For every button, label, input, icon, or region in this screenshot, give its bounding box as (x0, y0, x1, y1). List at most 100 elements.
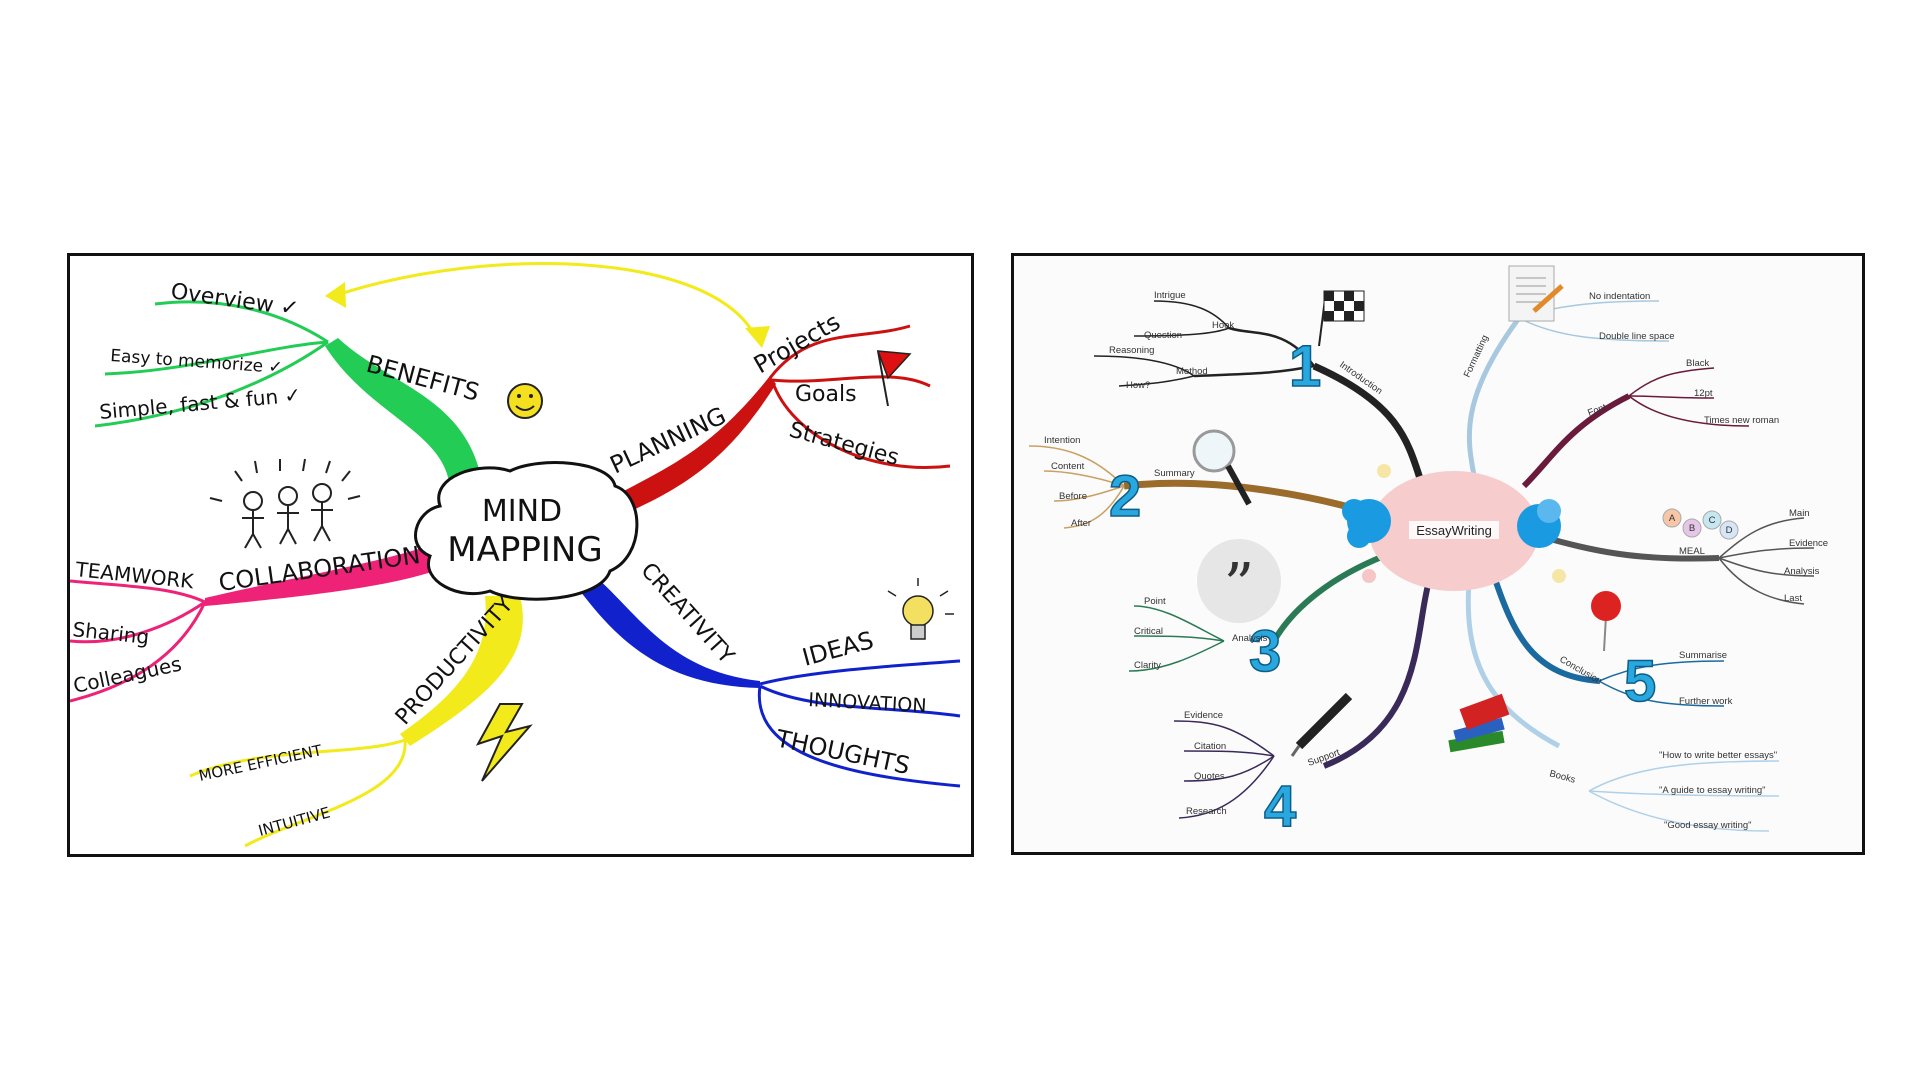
support-item-research: Research (1186, 806, 1227, 817)
head-left-icon (1342, 499, 1391, 548)
pushpin-icon (1591, 591, 1621, 652)
branch-conclusion (1491, 575, 1600, 684)
hook-question-line (1133, 327, 1230, 337)
branch-font (1521, 393, 1631, 489)
creativity-item-innovation: INNOVATION (808, 689, 927, 717)
meal-last-line (1718, 557, 1805, 605)
summary-content-line (1043, 470, 1125, 487)
magnifying-glass-icon (1192, 429, 1252, 506)
branch-benefits (325, 338, 482, 488)
branch-books (1465, 580, 1561, 749)
hook-item-question: Question (1144, 330, 1182, 341)
formatting-item-noindent: No indentation (1589, 291, 1650, 302)
meal-badge-a: A (1669, 513, 1676, 524)
branch-collab-teamwork-line (70, 579, 206, 604)
arrow-head-right (745, 326, 770, 348)
document-pencil-icon (1508, 265, 1564, 322)
meal-main-line (1718, 517, 1805, 559)
branch-creativity-thoughts-line (757, 685, 961, 788)
label-analysis: Analysis (1232, 633, 1268, 644)
number-4: 4 (1264, 774, 1296, 839)
summary-item-content: Content (1051, 461, 1085, 472)
font-times-line (1628, 395, 1750, 427)
center-title-line2: MAPPING (447, 530, 602, 570)
conclusion-further-line (1598, 680, 1725, 707)
bubble-dot (1377, 464, 1391, 478)
branch-productivity (400, 596, 523, 746)
meal-analysis-line (1718, 557, 1815, 577)
smiley-icon (507, 383, 543, 419)
head-right-icon (1517, 499, 1561, 548)
intro-hook-line (1228, 326, 1315, 367)
summary-after-line (1063, 485, 1125, 529)
planning-item-goals: Goals (795, 382, 857, 407)
number-2: 2 (1109, 464, 1141, 529)
font-item-black: Black (1686, 358, 1709, 369)
branch-collaboration (205, 541, 448, 606)
creativity-item-ideas: IDEAS (799, 626, 876, 672)
formatting-double-line (1518, 317, 1670, 342)
productivity-item-efficient: MORE EFFICIENT (197, 741, 324, 785)
summary-item-after: After (1071, 518, 1091, 529)
creativity-item-thoughts: THOUGHTS (773, 724, 913, 780)
method-how-line (1118, 375, 1195, 387)
branch-planning-projects-line (768, 324, 911, 379)
meal-item-last: Last (1784, 593, 1802, 604)
branch-creativity (580, 576, 760, 688)
mind-mapping-diagram: MIND MAPPING BENEFITS PLANNING COLLABORA… (67, 253, 974, 857)
people-icon (209, 458, 361, 549)
branch-collab-colleagues-line (70, 601, 207, 703)
center-cloud (414, 461, 639, 601)
flag-icon (876, 350, 912, 407)
lightbulb-icon (887, 578, 954, 640)
branch-introduction (1312, 362, 1428, 493)
support-research-line (1178, 755, 1275, 819)
branch-formatting (1466, 316, 1522, 487)
branch-productivity-intuitive-line (244, 739, 407, 848)
method-item-reasoning: Reasoning (1109, 345, 1154, 356)
number-1: 1 (1289, 334, 1321, 399)
label-hook: Hook (1212, 320, 1234, 331)
analysis-critical-line (1133, 635, 1225, 642)
arrow-head-left (325, 282, 346, 308)
branch-planning-goals-line (771, 375, 931, 388)
essay-writing-diagram: EssayWriting 1 2 3 4 5 Introduction Hook… (1011, 253, 1865, 855)
summary-item-before: Before (1059, 491, 1087, 502)
meal-badges: A B C D (1662, 508, 1739, 540)
lightning-icon (475, 703, 533, 782)
font-item-times: Times new roman (1704, 415, 1779, 426)
svg-text:”: ” (1224, 551, 1255, 621)
branch-planning-strategies-line (770, 379, 951, 469)
meal-item-main: Main (1789, 508, 1810, 519)
books-item3-line (1588, 790, 1770, 832)
analysis-item-clarity: Clarity (1134, 660, 1161, 671)
quote-icon: ” (1197, 539, 1281, 623)
meal-evidence-line (1718, 547, 1815, 559)
branch-benefits-simple-line (94, 340, 329, 428)
books-item-2: "A guide to essay writing" (1659, 785, 1766, 796)
analysis-point-line (1133, 605, 1225, 642)
books-item-1: "How to write better essays" (1659, 750, 1777, 761)
summary-item-intention: Intention (1044, 435, 1080, 446)
connector-arrow (339, 262, 757, 337)
collab-item-sharing: Sharing (71, 617, 150, 649)
branch-creativity-innovation-line (759, 684, 961, 718)
support-citation-line (1183, 750, 1275, 757)
conclusion-item-summarise: Summarise (1679, 650, 1727, 661)
branch-meal (1538, 533, 1720, 562)
meal-item-analysis: Analysis (1784, 566, 1820, 577)
bubble-dot (1362, 569, 1376, 583)
font-black-line (1628, 367, 1715, 397)
mind-mapping-svg: MIND MAPPING BENEFITS PLANNING COLLABORA… (70, 262, 961, 848)
font-12pt-line (1628, 395, 1715, 399)
meal-badge-c: C (1709, 515, 1716, 526)
summary-before-line (1053, 485, 1125, 502)
summary-intention-line (1028, 445, 1125, 487)
branch-productivity-efficient-line (189, 738, 406, 778)
support-item-quotes: Quotes (1194, 771, 1225, 782)
analysis-clarity-line (1128, 640, 1225, 672)
checkered-flag-icon (1318, 290, 1365, 347)
label-books: Books (1548, 768, 1577, 786)
books-item2-line (1588, 790, 1780, 797)
productivity-item-intuitive: INTUITIVE (256, 803, 332, 839)
